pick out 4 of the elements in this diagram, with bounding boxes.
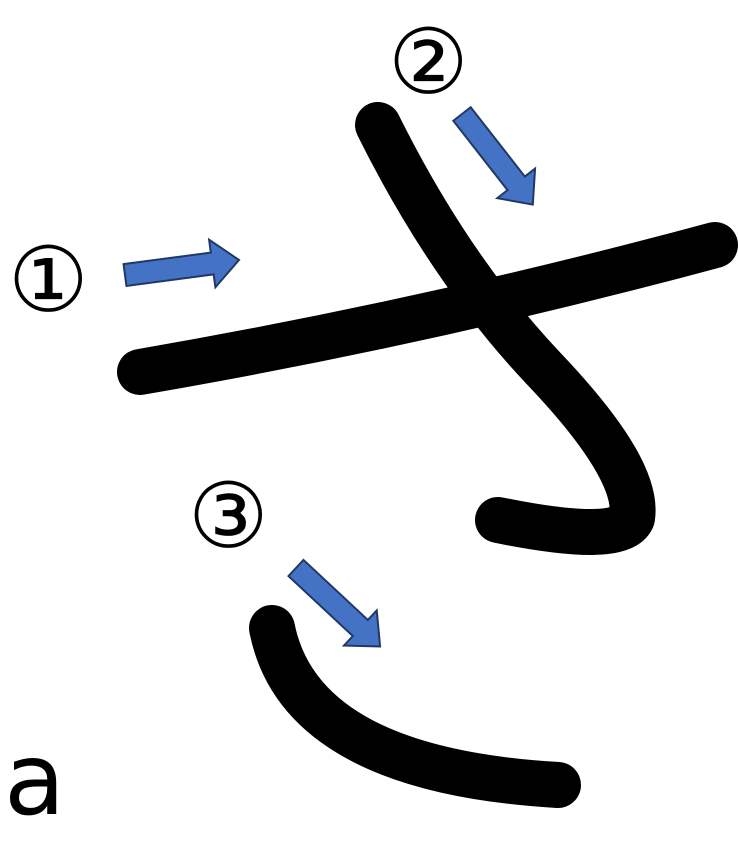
- step-number: ③: [188, 472, 269, 562]
- step-number: ①: [8, 236, 89, 326]
- step-number: ②: [388, 18, 469, 108]
- romaji-letter: a: [4, 730, 66, 830]
